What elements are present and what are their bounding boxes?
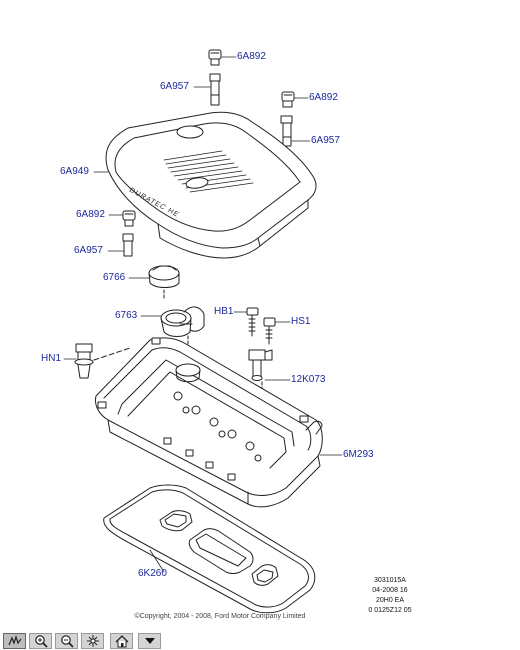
menu-button[interactable] — [138, 633, 161, 649]
ref-line-4: 0 0125Z12 05 — [368, 607, 412, 614]
callout-6a957-lower[interactable]: 6A957 — [74, 245, 103, 256]
home-button[interactable] — [110, 633, 133, 649]
zoom-out-button[interactable] — [55, 633, 78, 649]
bolt-6a892-right — [280, 91, 295, 147]
bolt-hb1 — [246, 307, 259, 337]
callout-leaders — [63, 56, 343, 573]
callout-6766[interactable]: 6766 — [103, 272, 126, 283]
callout-6a957-right[interactable]: 6A957 — [311, 135, 340, 146]
ref-line-3: 20H0 EA — [375, 597, 405, 604]
copyright-notice: ©Copyright, 2004 - 2008, Ford Motor Comp… — [134, 613, 306, 620]
bolt-hs1 — [263, 317, 276, 345]
diagram-drawing — [63, 49, 343, 614]
callout-6a892-top[interactable]: 6A892 — [237, 51, 266, 62]
callout-6a957-top[interactable]: 6A957 — [160, 81, 189, 92]
home-icon — [115, 634, 128, 647]
callout-hb1[interactable]: HB1 — [214, 306, 234, 317]
cam-cover-6m293 — [95, 337, 323, 508]
oil-filler-neck-6763 — [160, 306, 205, 337]
fit-icon — [86, 635, 99, 647]
plug-hn1 — [74, 343, 94, 379]
bolt-6a892-top — [208, 49, 222, 106]
viewer-toolbar — [0, 632, 520, 650]
callout-hn1[interactable]: HN1 — [41, 353, 62, 364]
exploded-parts-diagram: 6A892 6A957 6A892 6A957 6A949 6A892 6A95… — [41, 49, 412, 620]
zoom-out-icon — [60, 635, 74, 648]
callout-6m293[interactable]: 6M293 — [343, 449, 374, 460]
sensor-12k073 — [248, 349, 273, 381]
callout-6a892-lower[interactable]: 6A892 — [76, 209, 105, 220]
pan-tool-button[interactable] — [3, 633, 26, 649]
callout-12k073[interactable]: 12K073 — [291, 374, 326, 385]
ref-line-2: 04-2008 16 — [372, 587, 408, 594]
callout-6a892-right[interactable]: 6A892 — [309, 92, 338, 103]
callout-6k260[interactable]: 6K260 — [138, 568, 167, 579]
zoom-in-icon — [34, 635, 48, 648]
gasket-6k260 — [103, 484, 316, 614]
ref-line-1: 3031015A — [374, 577, 406, 584]
engine-cover-6a949 — [105, 111, 317, 259]
callout-6763[interactable]: 6763 — [115, 310, 138, 321]
zoom-in-button[interactable] — [29, 633, 52, 649]
menu-icon — [144, 638, 155, 644]
fit-view-button[interactable] — [81, 633, 104, 649]
oil-filler-cap-6766 — [148, 265, 180, 288]
pan-icon — [7, 635, 21, 646]
callout-hs1[interactable]: HS1 — [291, 316, 311, 327]
callout-6a949[interactable]: 6A949 — [60, 166, 89, 177]
bolt-6a892-lower — [122, 210, 136, 257]
